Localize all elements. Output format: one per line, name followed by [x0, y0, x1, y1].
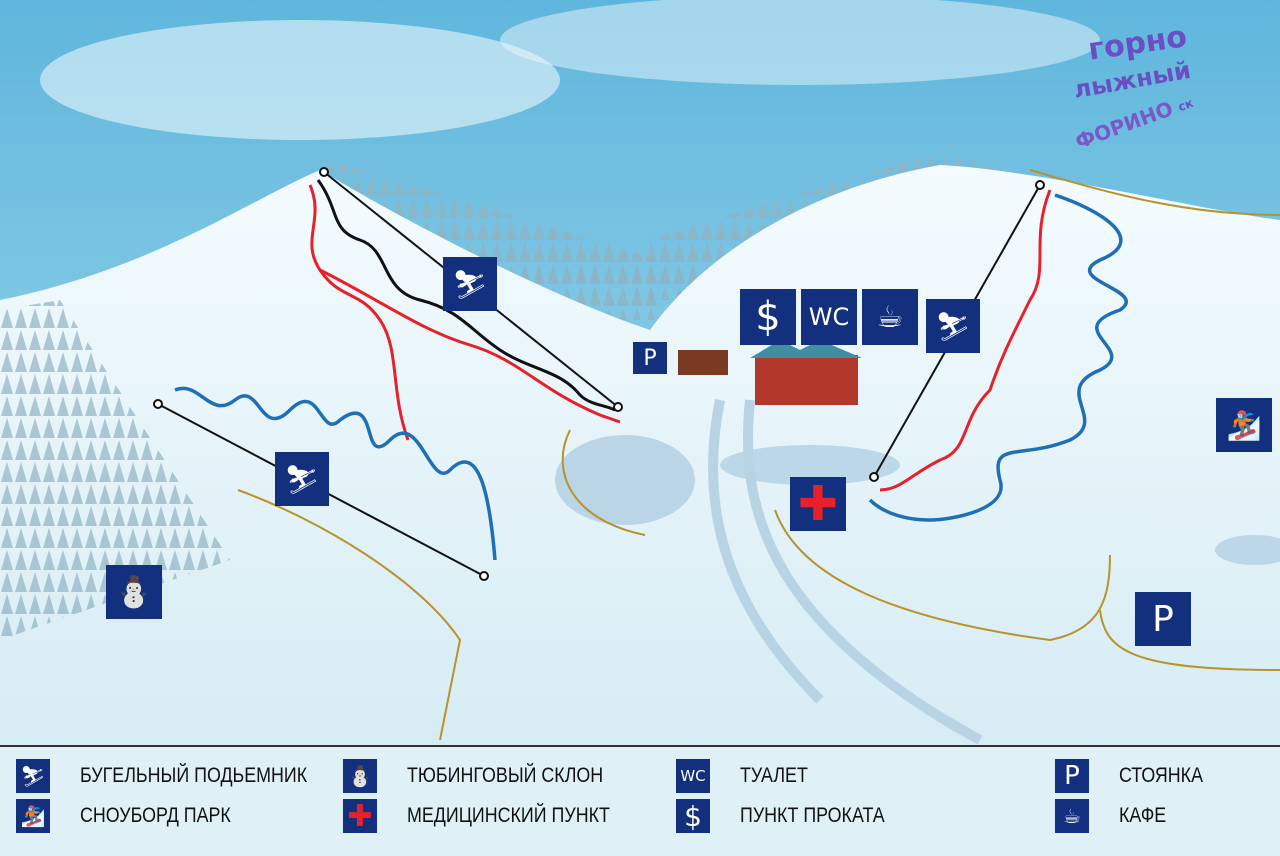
snowboard-icon: 🏂 — [16, 799, 50, 833]
legend-label: МЕДИЦИНСКИЙ ПУНКТ — [407, 804, 610, 827]
drag-lift-icon[interactable]: ⛷ — [926, 299, 980, 353]
legend-label: КАФЕ — [1119, 804, 1167, 827]
legend-label: ТУАЛЕТ — [740, 764, 808, 787]
legend-item-rental: $ ПУНКТ ПРОКАТА — [676, 799, 910, 833]
cafe-icon: ☕ — [1055, 799, 1089, 833]
snowboard-icon[interactable]: 🏂 — [1216, 398, 1272, 452]
tubing-icon: ⛄ — [343, 759, 377, 793]
legend-item-cafe: ☕ КАФЕ — [1055, 799, 1175, 833]
legend-label: БУГЕЛЬНЫЙ ПОДЬЕМНИК — [80, 764, 308, 787]
legend-item-drag-lift: ⛷ БУГЕЛЬНЫЙ ПОДЬЕМНИК — [16, 759, 347, 793]
dollar-icon: $ — [676, 799, 710, 833]
legend-item-snowboard: 🏂 СНОУБОРД ПАРК — [16, 799, 257, 833]
drag-lift-icon[interactable]: ⛷ — [443, 257, 497, 311]
parking-icon[interactable]: P — [1135, 592, 1191, 646]
drag-lift-icon: ⛷ — [16, 759, 50, 793]
drag-lift-icon[interactable]: ⛷ — [275, 452, 329, 506]
wc-icon: WC — [676, 759, 710, 793]
legend-label: СТОЯНКА — [1119, 764, 1203, 787]
rental-dollar-icon[interactable]: $ — [740, 289, 796, 345]
legend-item-wc: WC ТУАЛЕТ — [676, 759, 820, 793]
parking-icon: P — [1055, 759, 1089, 793]
parking-icon[interactable]: P — [633, 342, 667, 374]
wc-icon[interactable]: WC — [801, 289, 857, 345]
cafe-icon[interactable]: ☕ — [862, 289, 918, 345]
legend-item-tubing: ⛄ ТЮБИНГОВЫЙ СКЛОН — [343, 759, 638, 793]
tubing-icon[interactable]: ⛄ — [106, 565, 162, 619]
legend-item-parking: P СТОЯНКА — [1055, 759, 1218, 793]
map-legend: ⛷ БУГЕЛЬНЫЙ ПОДЬЕМНИК 🏂 СНОУБОРД ПАРК ⛄ ТЮБ… — [0, 745, 1280, 856]
legend-label: ТЮБИНГОВЫЙ СКЛОН — [407, 764, 604, 787]
legend-label: ПУНКТ ПРОКАТА — [740, 804, 885, 827]
legend-label: СНОУБОРД ПАРК — [80, 804, 231, 827]
medical-cross-icon[interactable]: ✚ — [790, 476, 846, 532]
resort-logo: горно лыжный ск ФОРИНО — [1071, 19, 1196, 154]
medical-cross-icon: ✚ — [343, 799, 377, 834]
legend-item-medical: ✚ МЕДИЦИНСКИЙ ПУНКТ — [343, 799, 646, 834]
